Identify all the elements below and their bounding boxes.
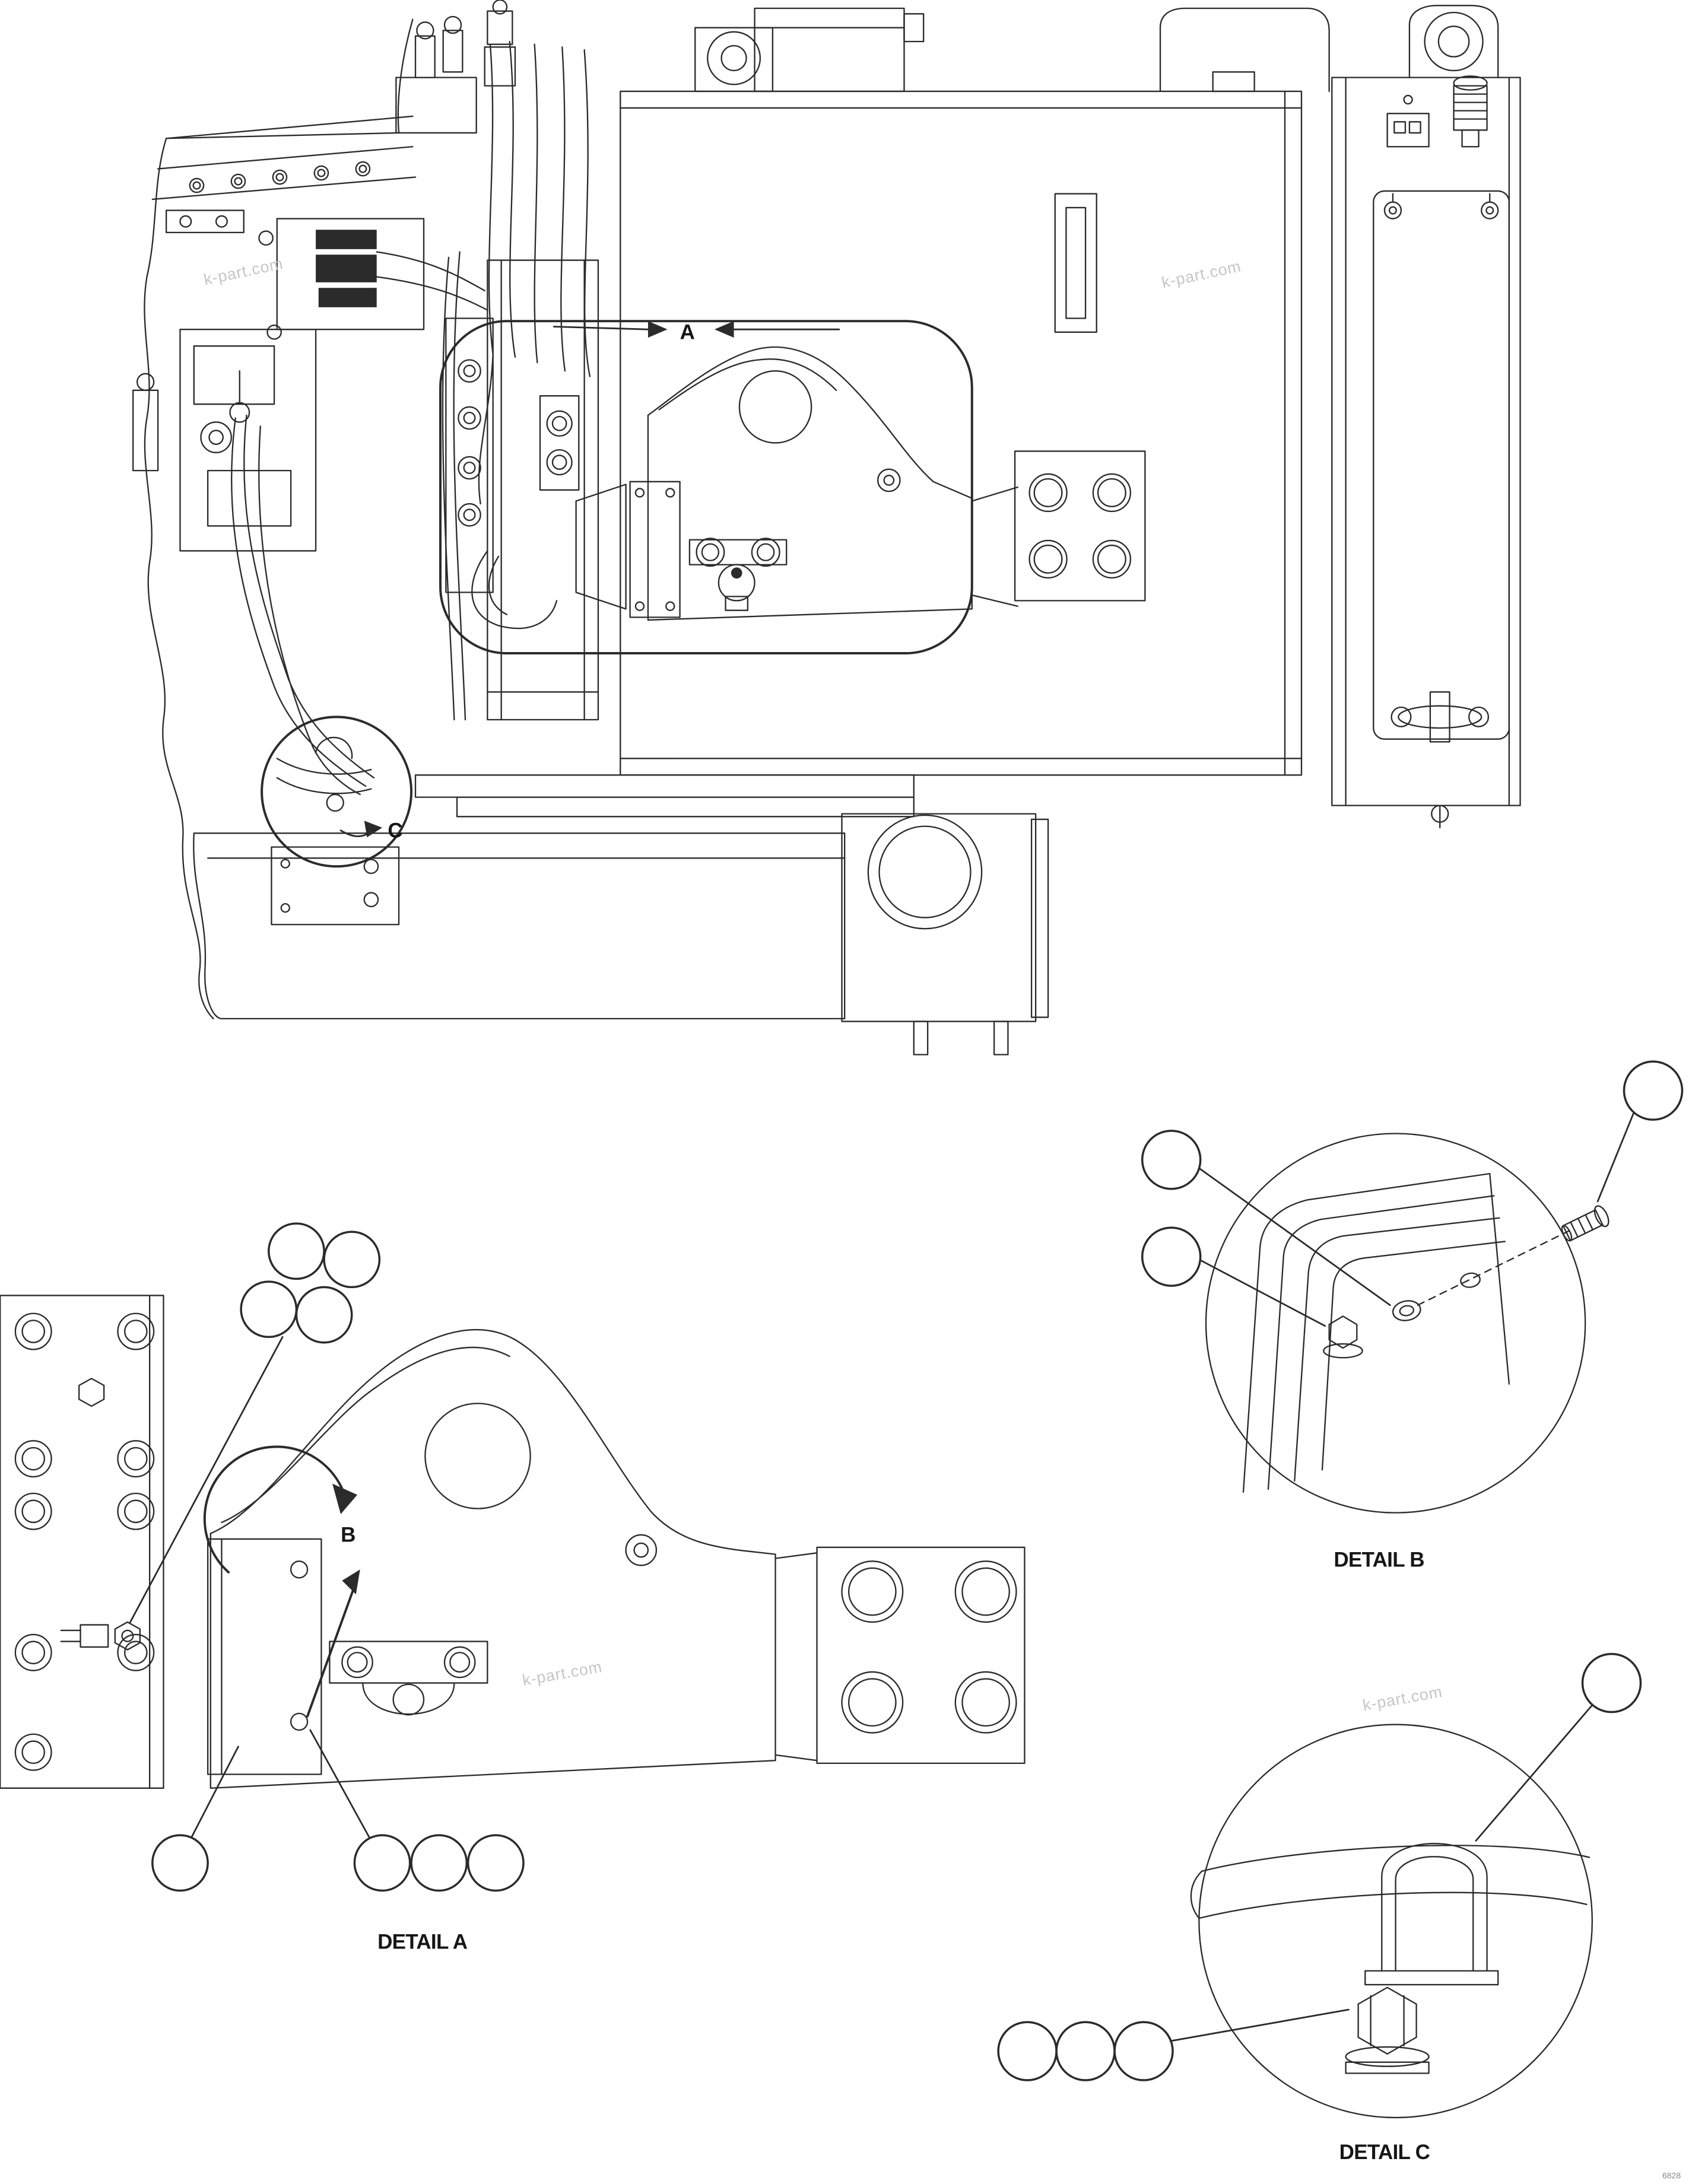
arrowhead-icon bbox=[342, 1569, 360, 1595]
nut-part bbox=[1323, 1315, 1363, 1359]
callout-c-label: C bbox=[388, 819, 402, 842]
part-balloon bbox=[466, 1834, 525, 1892]
detail-a-caption: DETAIL A bbox=[377, 1930, 468, 1953]
page-code: 6828 bbox=[1662, 2171, 1681, 2180]
detail-a-view: B k-part.com DETAIL A bbox=[0, 1222, 1026, 1953]
watermark: k-part.com bbox=[1160, 257, 1243, 291]
part-balloon bbox=[410, 1834, 468, 1892]
part-balloon bbox=[151, 1834, 209, 1892]
callout-b-label: B bbox=[341, 1524, 355, 1547]
hose-clamp-drawing bbox=[1190, 1843, 1591, 2074]
part-balloon bbox=[1055, 2021, 1116, 2081]
detail-c-view: k-part.com DETAIL C bbox=[997, 1652, 1642, 2164]
arrowhead-icon bbox=[647, 321, 668, 338]
part-balloon bbox=[1623, 1060, 1684, 1121]
part-balloon bbox=[353, 1834, 411, 1892]
watermark: k-part.com bbox=[202, 255, 284, 289]
detail-b-view: DETAIL B bbox=[1141, 1060, 1684, 1572]
arrowhead-icon bbox=[714, 321, 734, 338]
callout-a: A bbox=[439, 320, 973, 655]
pump-assembly bbox=[445, 317, 1146, 630]
arrowhead-icon bbox=[364, 821, 383, 838]
main-assembly-view: A C k-part.com k-part.com bbox=[132, 0, 1521, 1056]
callout-c: C bbox=[261, 716, 413, 868]
fitting-part bbox=[60, 1621, 141, 1651]
part-balloon bbox=[1581, 1652, 1642, 1713]
engine-section bbox=[132, 0, 599, 1020]
watermark: k-part.com bbox=[1361, 1683, 1444, 1714]
arrowhead-icon bbox=[332, 1483, 358, 1514]
callout-b: B bbox=[203, 1445, 360, 1718]
hydraulic-tank bbox=[620, 7, 1330, 776]
bolt-nut-part bbox=[1345, 1986, 1430, 2074]
screw-part bbox=[1561, 1205, 1610, 1242]
part-balloon bbox=[997, 2021, 1058, 2081]
part-balloon bbox=[323, 1231, 381, 1289]
part-balloon bbox=[1141, 1226, 1202, 1287]
part-balloon bbox=[240, 1280, 298, 1339]
part-balloon bbox=[1141, 1130, 1202, 1190]
base-frame bbox=[193, 736, 1049, 1056]
cooler-panel bbox=[1331, 5, 1521, 829]
part-balloon bbox=[1113, 2021, 1174, 2081]
detail-c-caption: DETAIL C bbox=[1339, 2141, 1430, 2164]
detail-b-caption: DETAIL B bbox=[1334, 1549, 1424, 1572]
part-balloon bbox=[295, 1286, 353, 1344]
callout-a-label: A bbox=[680, 321, 695, 344]
cover-corner-drawing bbox=[1242, 1172, 1610, 1493]
part-balloon bbox=[268, 1222, 325, 1280]
watermark: k-part.com bbox=[521, 1658, 604, 1689]
